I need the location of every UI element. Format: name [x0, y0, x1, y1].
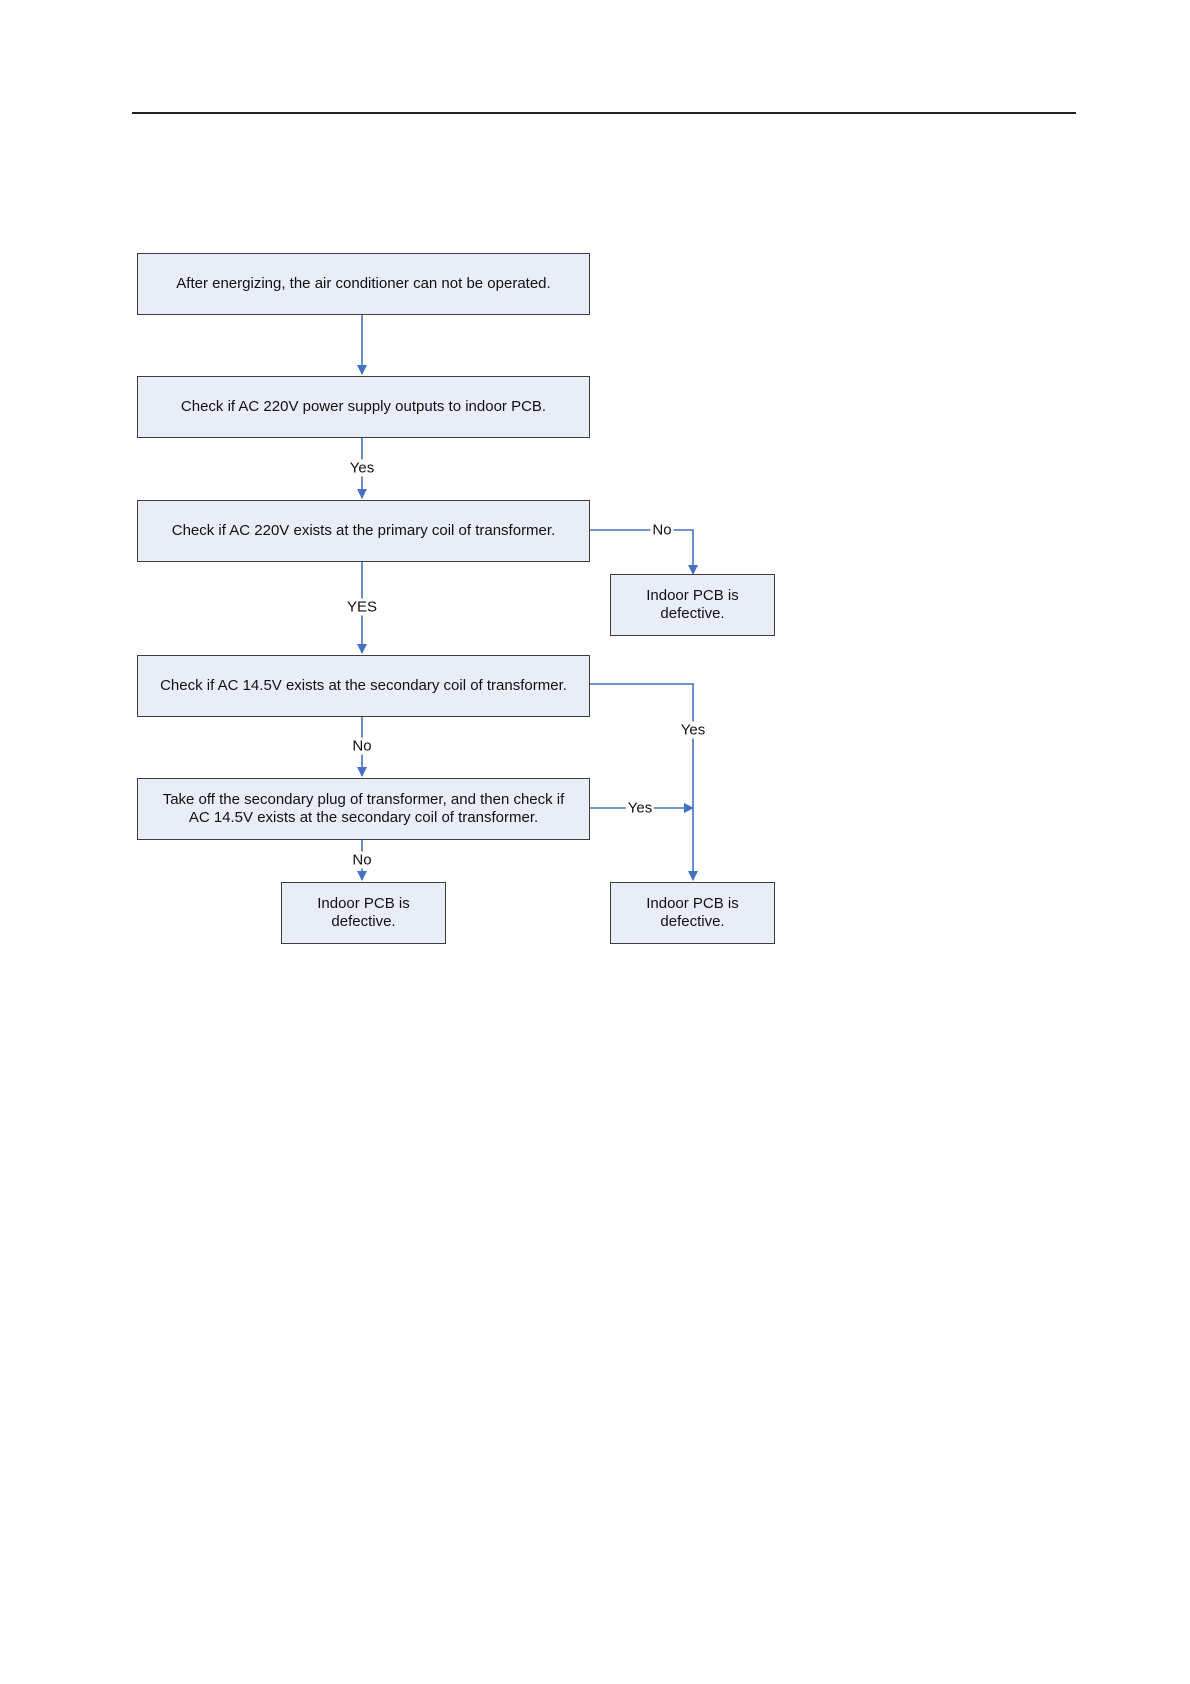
edge-check-primary-to-defective-primary	[590, 529, 698, 575]
node-check-power: Check if AC 220V power supply outputs to…	[137, 376, 590, 438]
header-rule	[132, 112, 1076, 114]
edge-label-secondary-no: No	[350, 737, 374, 755]
edge-label-primary-no: No	[650, 521, 674, 539]
edge-label-unplugged-yes: Yes	[625, 799, 655, 817]
node-check-primary: Check if AC 220V exists at the primary c…	[137, 500, 590, 562]
node-defective-left: Indoor PCB is defective.	[281, 882, 446, 944]
node-start: After energizing, the air conditioner ca…	[137, 253, 590, 315]
edge-check-secondary-to-defective-right	[590, 683, 698, 881]
node-check-unplugged: Take off the secondary plug of transform…	[137, 778, 590, 840]
node-defective-right: Indoor PCB is defective.	[610, 882, 775, 944]
edge-label-unplugged-no: No	[350, 851, 374, 869]
edge-label-secondary-yes: Yes	[678, 721, 708, 739]
edge-label-primary-yes: YES	[344, 598, 380, 616]
node-check-secondary: Check if AC 14.5V exists at the secondar…	[137, 655, 590, 717]
edge-label-power-yes: Yes	[347, 459, 377, 477]
node-defective-primary: Indoor PCB is defective.	[610, 574, 775, 636]
